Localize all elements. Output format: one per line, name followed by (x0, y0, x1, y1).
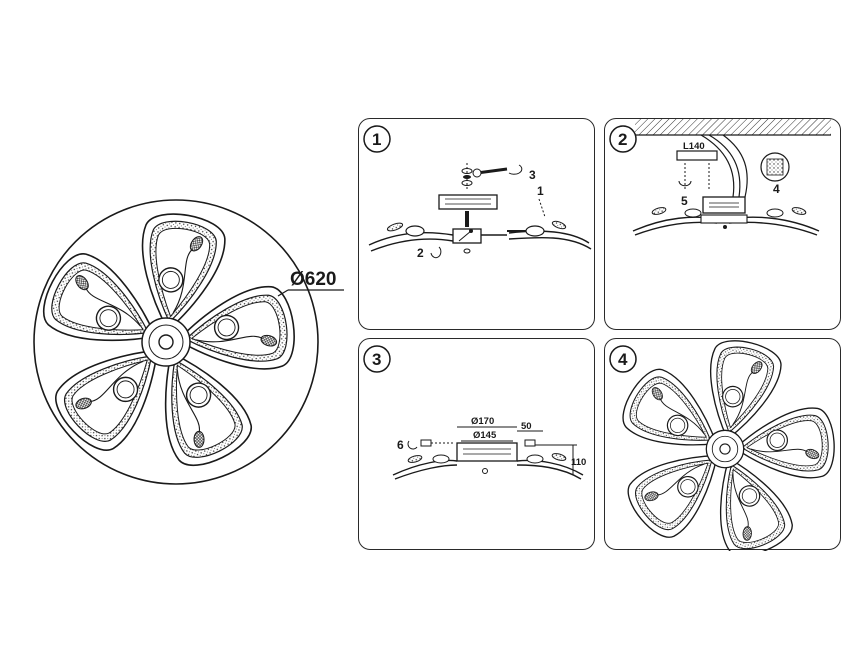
step-1-number: 1 (372, 130, 381, 149)
dim-outer-diameter: Ø170 (471, 416, 494, 427)
length-label: L140 (683, 141, 705, 152)
step-3-panel: 3 Ø170 Ø145 50 110 6 (358, 338, 595, 550)
step-4-panel: 4 (604, 338, 841, 551)
callout-4: 4 (773, 182, 780, 196)
dim-height-50: 50 (521, 421, 532, 432)
fixture-top-view: Ø620 (32, 199, 344, 485)
step-4-number: 4 (618, 350, 628, 369)
dim-height-110: 110 (571, 457, 586, 468)
step-3-number: 3 (372, 350, 381, 369)
callout-5: 5 (681, 194, 688, 208)
step-2-number: 2 (618, 130, 627, 149)
dim-inner-diameter: Ø145 (473, 430, 497, 441)
step-1-panel: 1 3 1 2 (358, 118, 595, 330)
callout-3: 3 (529, 168, 536, 182)
fixture-installed-view (613, 339, 838, 551)
callout-1: 1 (537, 184, 544, 198)
step-2-panel: 2 L140 5 4 (604, 118, 841, 330)
callout-2: 2 (417, 246, 424, 260)
callout-6: 6 (397, 438, 404, 452)
diameter-label: Ø620 (290, 269, 336, 290)
